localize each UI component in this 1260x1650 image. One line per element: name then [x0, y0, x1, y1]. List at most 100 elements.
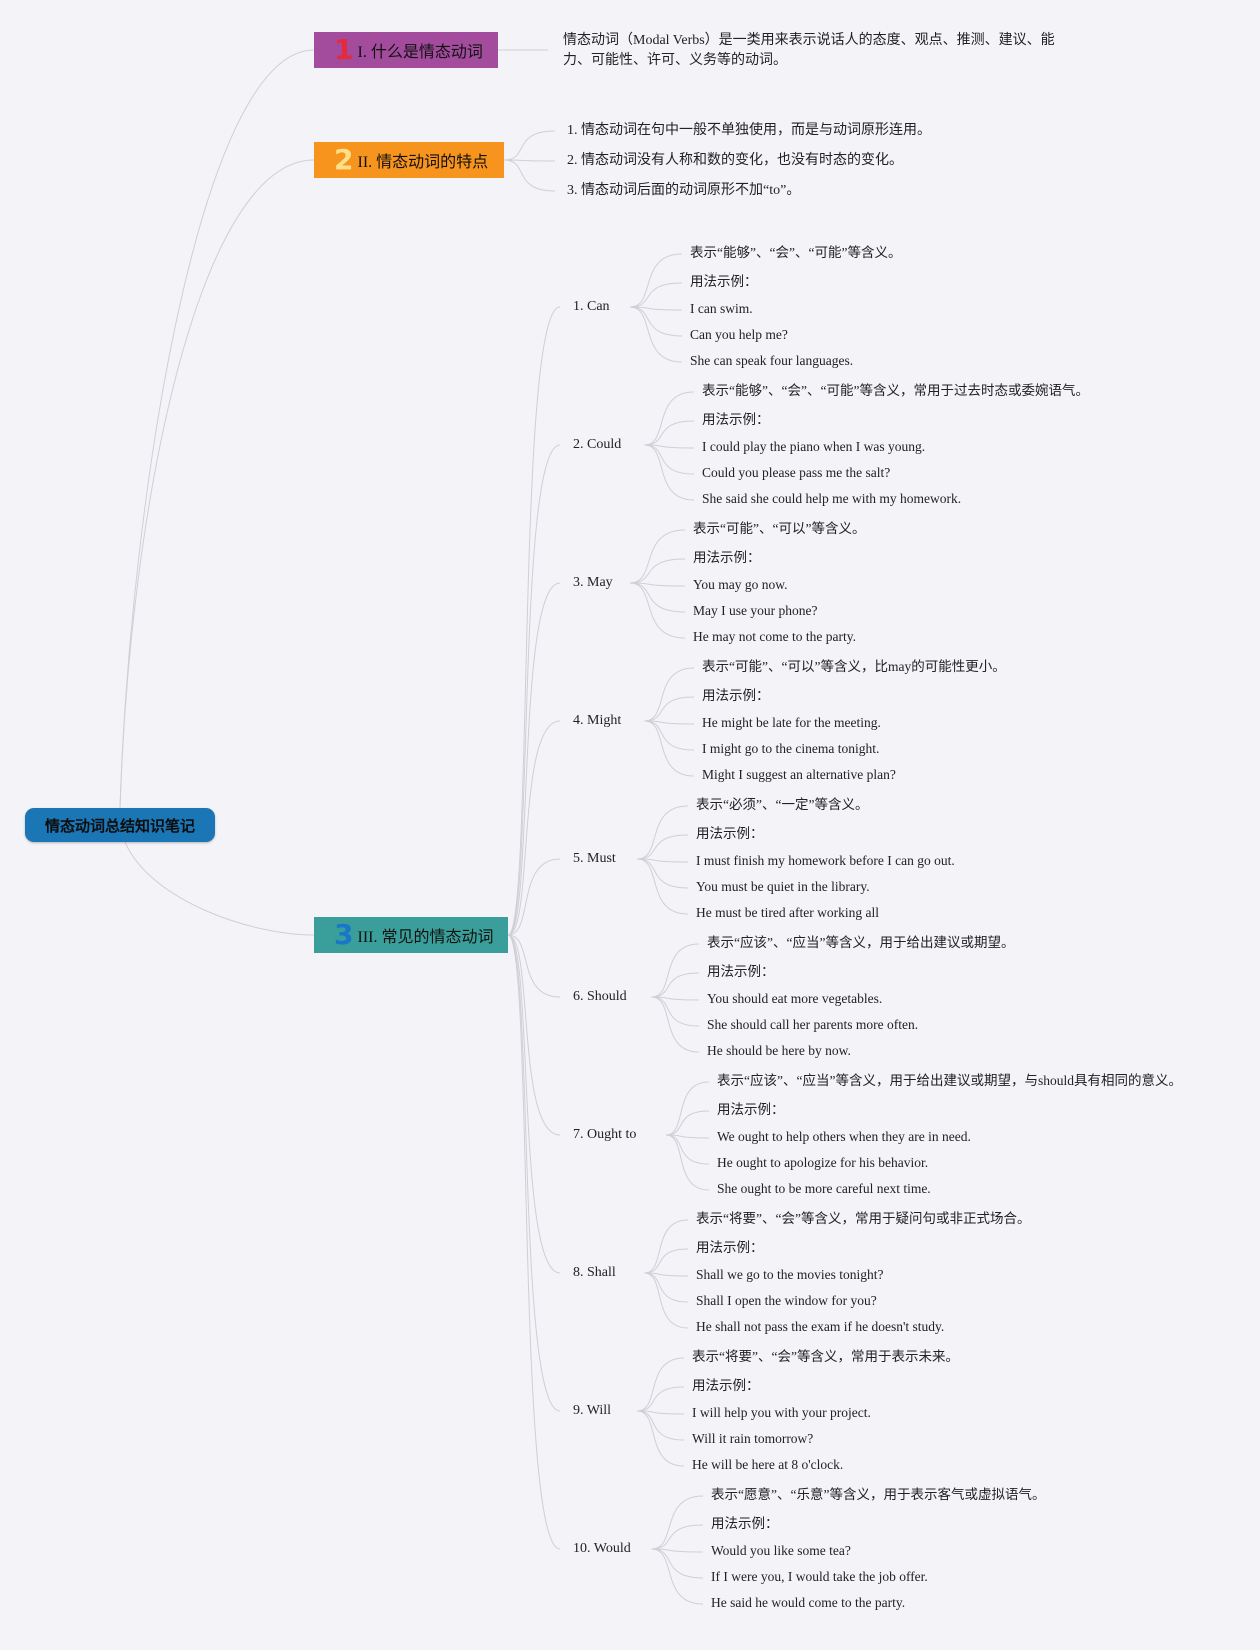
link-section-3-verb-10: [507, 934, 561, 1550]
link-verb-1-leaf-4: [630, 306, 683, 337]
verb-2-example-2: Could you please pass me the salt?: [702, 465, 891, 480]
verb-node-3[interactable]: 3. May: [573, 575, 613, 590]
link-verb-8-leaf-3: [644, 1272, 689, 1277]
section-2-point-2: 2. 情态动词没有人称和数的变化，也没有时态的变化。: [567, 153, 903, 168]
verb-7-meaning: 表示“应该”、“应当”等含义，用于给出建议或期望，与should具有相同的意义。: [717, 1073, 1182, 1088]
verb-5-example-1: I must finish my homework before I can g…: [696, 853, 955, 868]
description-line-1: 情态动词（Modal Verbs）是一类用来表示说话人的态度、观点、推测、建议、…: [563, 33, 1055, 48]
link-verb-4-leaf-5: [644, 720, 695, 777]
link-verb-3-leaf-3: [630, 582, 686, 587]
verb-6-example-3: He should be here by now.: [707, 1043, 851, 1058]
section-2-node[interactable]: 2 II. 情态动词的特点: [314, 142, 504, 178]
link-section-3-verb-8: [507, 934, 561, 1274]
verb-node-8[interactable]: 8. Shall: [573, 1265, 616, 1280]
description-line-2: 力、可能性、许可、义务等的动词。: [563, 53, 787, 68]
section-3-node[interactable]: 3 III. 常见的情态动词: [314, 917, 508, 953]
link-verb-5-leaf-3: [637, 858, 689, 863]
number-1-icon: 1: [334, 33, 354, 66]
section-2-point-3: 3. 情态动词后面的动词原形不加“to”。: [567, 183, 801, 198]
link-verb-7-leaf-3: [666, 1134, 710, 1139]
section-1-node[interactable]: 1 I. 什么是情态动词: [314, 32, 498, 68]
verb-node-6[interactable]: 6. Should: [573, 989, 627, 1004]
link-verb-3-leaf-2: [630, 558, 686, 584]
verb-2-usage-label: 用法示例：: [702, 412, 770, 427]
verb-node-1[interactable]: 1. Can: [573, 299, 610, 314]
verb-9-example-1: I will help you with your project.: [692, 1405, 871, 1420]
link-root-section-1: [119, 49, 315, 809]
verb-1-example-3: She can speak four languages.: [690, 353, 854, 368]
link-verb-4-leaf-4: [644, 720, 695, 751]
verb-3-meaning: 表示“可能”、“可以”等含义。: [693, 521, 866, 536]
link-section-2-point-1: [503, 130, 556, 161]
link-verb-2-leaf-3: [644, 444, 695, 449]
link-verb-4-leaf-1: [644, 667, 695, 722]
verb-5-example-2: You must be quiet in the library.: [696, 879, 870, 894]
verb-node-10[interactable]: 10. Would: [573, 1541, 631, 1556]
link-verb-2-leaf-1: [644, 391, 695, 446]
verb-9-example-3: He will be here at 8 o'clock.: [692, 1457, 844, 1472]
link-verb-6-leaf-1: [651, 943, 700, 998]
link-section-2-point-2: [503, 159, 556, 162]
link-verb-5-leaf-2: [637, 834, 689, 860]
verb-8-usage-label: 用法示例：: [696, 1240, 764, 1255]
link-root-section-3: [124, 841, 315, 936]
verb-10-example-2: If I were you, I would take the job offe…: [711, 1569, 928, 1584]
link-verb-10-leaf-3: [651, 1548, 704, 1553]
link-verb-8-leaf-5: [644, 1272, 689, 1329]
verb-node-5[interactable]: 5. Must: [573, 851, 616, 866]
verb-node-9[interactable]: 9. Will: [573, 1403, 612, 1418]
link-verb-1-leaf-5: [630, 306, 683, 363]
link-verb-4-leaf-3: [644, 720, 695, 725]
section-2-point-1: 1. 情态动词在句中一般不单独使用，而是与动词原形连用。: [567, 123, 931, 138]
verb-8-example-3: He shall not pass the exam if he doesn't…: [696, 1319, 945, 1334]
link-verb-2-leaf-2: [644, 420, 695, 446]
verb-9-meaning: 表示“将要”、“会”等含义，常用于表示未来。: [692, 1349, 959, 1364]
link-section-3-verb-3: [507, 582, 561, 936]
link-verb-8-leaf-4: [644, 1272, 689, 1303]
link-verb-6-leaf-5: [651, 996, 700, 1053]
link-verb-1-leaf-3: [630, 306, 683, 311]
verb-6-meaning: 表示“应该”、“应当”等含义，用于给出建议或期望。: [707, 935, 1015, 950]
verb-node-2[interactable]: 2. Could: [573, 437, 622, 452]
verb-node-4[interactable]: 4. Might: [573, 713, 622, 728]
verb-7-example-3: She ought to be more careful next time.: [717, 1181, 931, 1196]
verb-7-example-2: He ought to apologize for his behavior.: [717, 1155, 929, 1170]
link-verb-2-leaf-5: [644, 444, 695, 501]
link-verb-6-leaf-2: [651, 972, 700, 998]
verb-3-example-1: You may go now.: [693, 577, 788, 592]
verb-node-7[interactable]: 7. Ought to: [573, 1127, 637, 1142]
section-3-title: III. 常见的情态动词: [357, 929, 494, 946]
link-verb-7-leaf-2: [666, 1110, 710, 1136]
verb-1-example-2: Can you help me?: [690, 327, 788, 342]
link-section-3-verb-1: [507, 306, 561, 936]
verb-6-example-1: You should eat more vegetables.: [707, 991, 883, 1006]
link-verb-8-leaf-2: [644, 1248, 689, 1274]
verb-6-example-2: She should call her parents more often.: [707, 1017, 919, 1032]
verb-9-example-2: Will it rain tomorrow?: [692, 1431, 814, 1446]
link-verb-5-leaf-4: [637, 858, 689, 889]
verb-2-meaning: 表示“能够”、“会”、“可能”等含义，常用于过去时态或委婉语气。: [702, 383, 1089, 398]
number-3-icon: 3: [334, 918, 354, 951]
link-verb-9-leaf-5: [637, 1410, 685, 1467]
verb-8-example-1: Shall we go to the movies tonight?: [696, 1267, 884, 1282]
link-section-2-point-3: [503, 159, 556, 192]
verb-1-meaning: 表示“能够”、“会”、“可能”等含义。: [690, 245, 902, 260]
verb-3-usage-label: 用法示例：: [693, 550, 761, 565]
verb-9-usage-label: 用法示例：: [692, 1378, 760, 1393]
verb-5-meaning: 表示“必须”、“一定”等含义。: [696, 797, 869, 812]
link-verb-6-leaf-4: [651, 996, 700, 1027]
link-verb-1-leaf-2: [630, 282, 683, 308]
link-section-3-verb-2: [507, 444, 561, 936]
verb-7-usage-label: 用法示例：: [717, 1102, 785, 1117]
verb-2-example-1: I could play the piano when I was young.: [702, 439, 926, 454]
root-node[interactable]: 情态动词总结知识笔记: [25, 808, 215, 842]
link-root-section-2: [119, 159, 315, 809]
link-verb-3-leaf-4: [630, 582, 686, 613]
link-verb-9-leaf-2: [637, 1386, 685, 1412]
section-1-title: I. 什么是情态动词: [357, 44, 483, 61]
link-section-3-verb-9: [507, 934, 561, 1412]
link-verb-9-leaf-3: [637, 1410, 685, 1415]
verb-10-usage-label: 用法示例：: [711, 1516, 779, 1531]
link-section-3-verb-5: [507, 858, 561, 936]
verb-4-meaning: 表示“可能”、“可以”等含义，比may的可能性更小。: [702, 659, 1006, 674]
